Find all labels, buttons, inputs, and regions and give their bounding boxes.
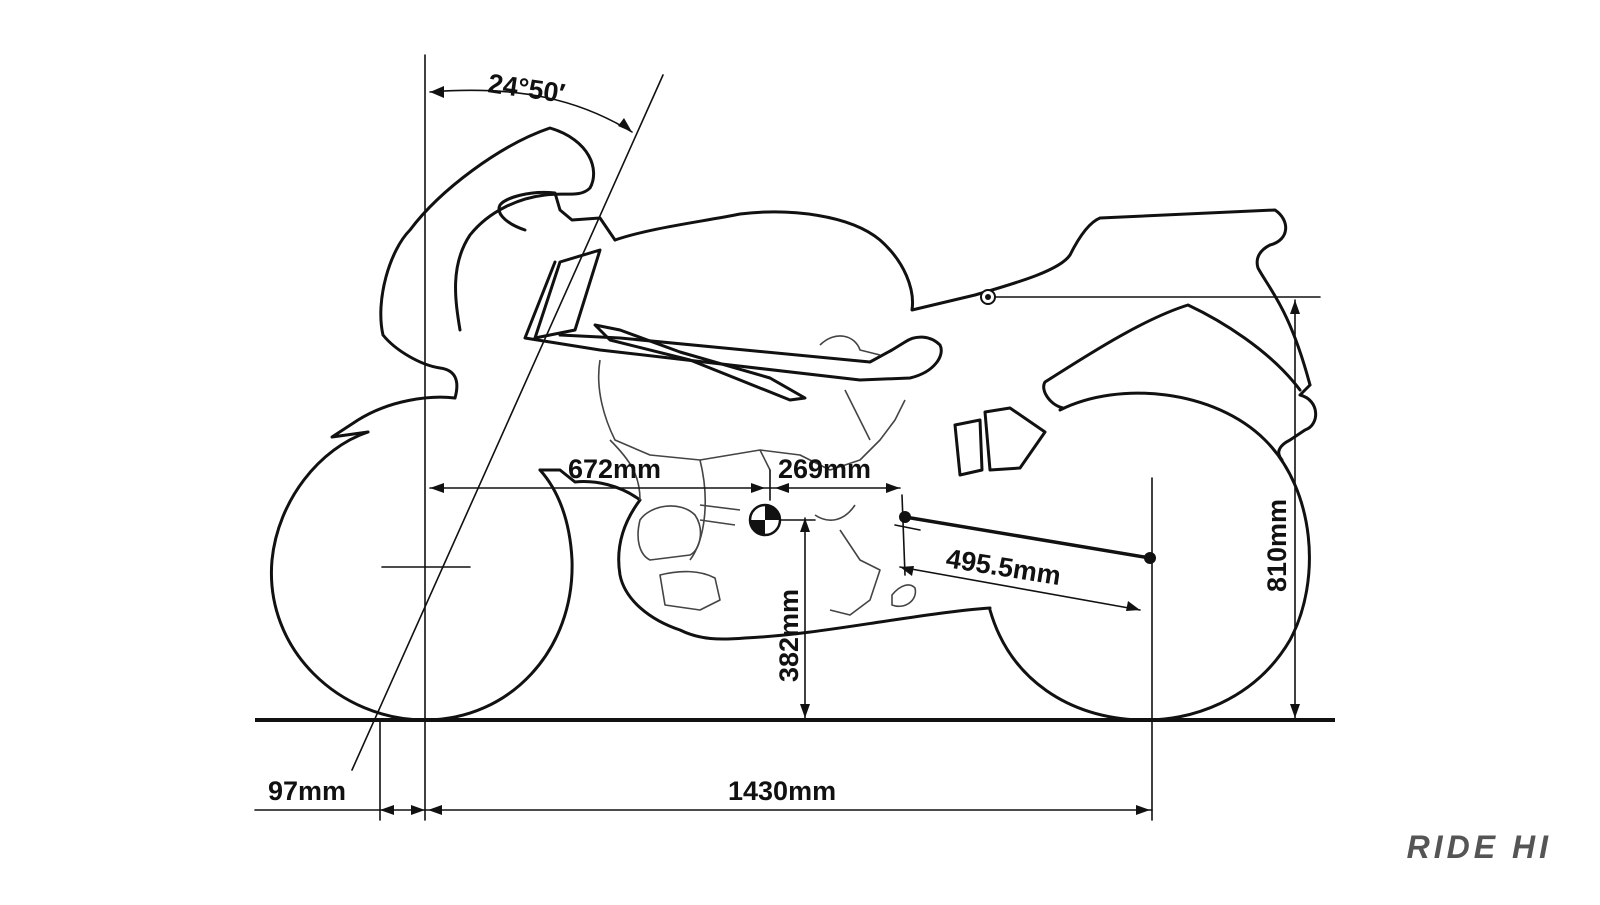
rear-wheel: [988, 391, 1311, 722]
rear-fender: [1042, 303, 1302, 410]
cg-height-dimension: [800, 517, 810, 719]
frame-lower: [593, 323, 807, 402]
caster-angle-arc: [429, 86, 633, 133]
frame-spar: [523, 260, 943, 382]
front-fairing: [379, 126, 596, 400]
front-wheel: [269, 395, 574, 722]
swingarm-label: 495.5mm: [944, 543, 1063, 591]
trail-dimension: [254, 719, 426, 821]
swingarm-dimension: [894, 494, 1156, 611]
motorcycle-body: [379, 126, 1318, 641]
cg-horizontal-dimension: [429, 469, 901, 501]
cg-to-pivot-label: 269mm: [778, 454, 871, 484]
engine-details: [597, 335, 917, 616]
headlight-area: [497, 190, 617, 242]
ride-hi-logo: RIDE HI: [1406, 829, 1552, 865]
front-to-cg-label: 672mm: [568, 454, 661, 484]
cg-height-label: 382mm: [774, 589, 804, 682]
trail-label: 97mm: [268, 776, 346, 806]
caster-angle-label: 24°50′: [486, 68, 567, 108]
steering-head: [533, 248, 602, 340]
center-of-gravity-marker: [748, 503, 816, 537]
tail-and-seat: [1277, 383, 1318, 462]
lower-body: [538, 468, 992, 641]
wheelbase-label: 1430mm: [728, 776, 836, 806]
seat-height-label: 810mm: [1262, 499, 1292, 592]
steering-axis-line: [351, 74, 664, 771]
seat-height-dimension: [980, 289, 1321, 719]
side-panels: [953, 406, 1047, 477]
tank: [613, 208, 1312, 387]
wheelbase-dimension: [424, 805, 1153, 815]
